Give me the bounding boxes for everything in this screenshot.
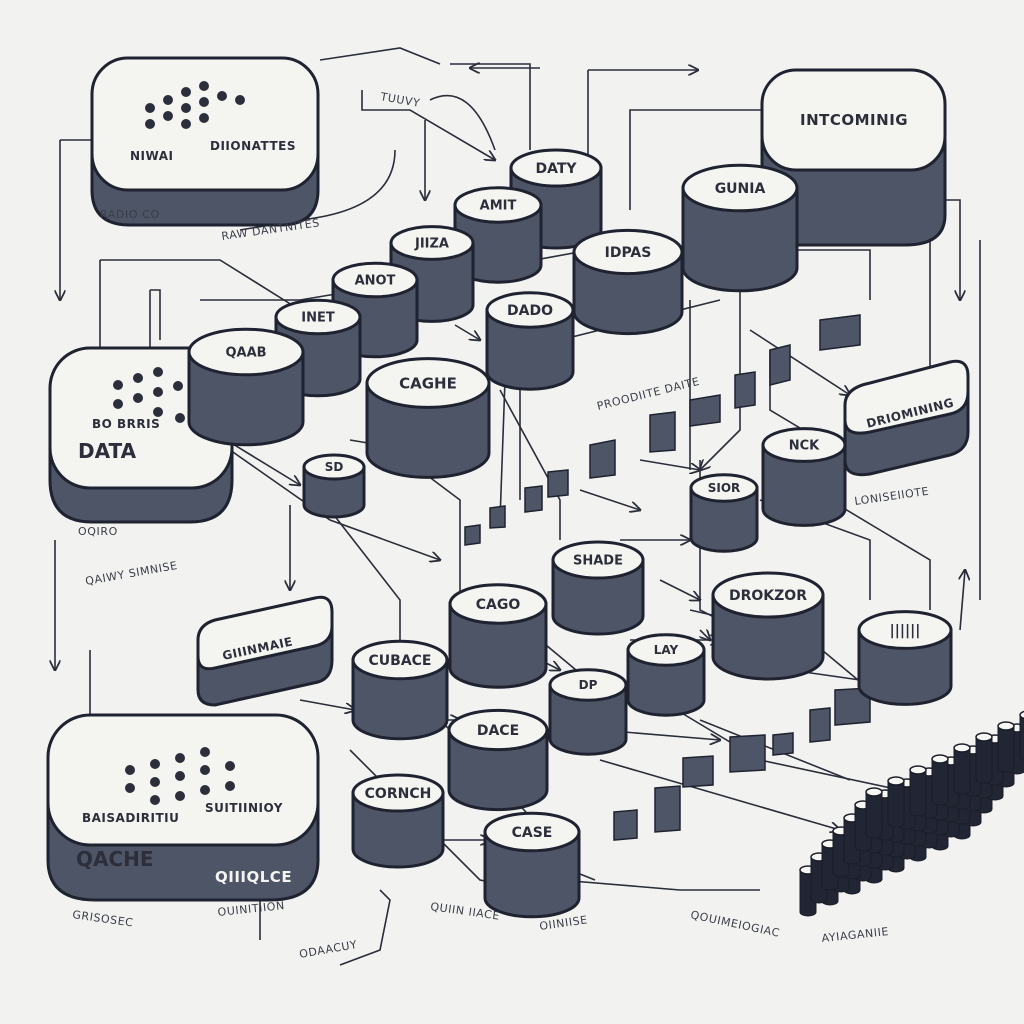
cylinder-label: DATY	[535, 161, 577, 177]
caption-tuuvv: TUUVY	[378, 90, 421, 110]
connector-flags	[464, 314, 871, 841]
cylinder-label: IDPAS	[605, 245, 652, 261]
cylinder-case[interactable]: CASE	[483, 811, 581, 919]
pill-giiinmaie[interactable]: GIIINMAIE	[196, 595, 334, 707]
cylinder-label: ||||||	[890, 623, 921, 639]
caption-grisosec: GRISOSEC	[72, 908, 135, 929]
cylinder-sd[interactable]: SD	[302, 453, 366, 519]
box-qache-line1: BAISADIRITIU	[82, 811, 179, 825]
box-raw-line1: NIWAI	[130, 149, 173, 163]
cylinder-cache[interactable]: CAGHE	[365, 357, 491, 479]
dot-grid	[113, 367, 185, 423]
cylinder-jiiza[interactable]: JIIZA	[389, 225, 475, 323]
cylinder-label: AMIT	[480, 199, 517, 214]
box-qache-title: QACHE	[76, 847, 154, 871]
cylinder-dace[interactable]: DACE	[447, 708, 549, 812]
cylinder-label: CAGO	[476, 597, 521, 613]
cylinder-nck[interactable]: NCK	[761, 427, 847, 527]
caption-qaiw-simnise: QAIWY SIMNISE	[84, 559, 178, 588]
cylinder-label: DROKZOR	[729, 588, 807, 604]
caption-qouimeiogiac: QOUIMEIOGIAC	[689, 908, 781, 940]
box-raw-line2: DIIONATTES	[210, 139, 296, 153]
box-data[interactable]: BO BRRIS DATA	[48, 346, 234, 524]
cylinder-cornch[interactable]: CORNCH	[351, 773, 445, 869]
cylinder-label: SD	[325, 460, 344, 474]
cylinder-shade[interactable]: SHADE	[551, 540, 645, 636]
cylinder-dp[interactable]: DP	[548, 668, 628, 756]
dot-grid	[125, 747, 235, 805]
cylinder-label: DP	[579, 678, 598, 692]
cylinder-label: ANOT	[355, 274, 396, 289]
cylinder-lay[interactable]: LAY	[626, 633, 706, 717]
cylinder-label: JIIZA	[414, 237, 449, 252]
box-raw-datasets[interactable]: NIWAI DIIONATTES	[90, 56, 320, 227]
caption-oqiro: OQIRO	[78, 525, 118, 538]
cylinder-label: LAY	[654, 643, 679, 657]
cylinder-label: DACE	[477, 723, 519, 739]
cylinder-label: QAAB	[225, 346, 266, 361]
caption-ayiaganiie: AYIAGANIIE	[821, 925, 890, 945]
caption-ouinitiion: OUINITIION	[217, 899, 286, 919]
caption-radioco: RADIO CO	[100, 208, 160, 221]
box-incoming-label: INTCOMINIG	[800, 111, 908, 129]
storage-cell	[953, 743, 971, 795]
box-incoming[interactable]: INTCOMINIG	[760, 68, 947, 247]
cylinder-label: NCK	[789, 439, 820, 454]
storage-cell	[865, 787, 883, 839]
cylinder-drokzor[interactable]: DROKZOR	[711, 571, 825, 681]
caption-lonisenote: LONISEIIOTE	[854, 485, 930, 508]
box-qache-sub: QIIIQLCE	[215, 868, 292, 886]
cylinder-label: SHADE	[573, 554, 623, 569]
cylinder-sior[interactable]: SIOR	[689, 473, 759, 553]
box-qache-line2: SUITIINIOY	[205, 801, 283, 815]
caption-prooditie: PROODIITE DAITE	[596, 375, 701, 413]
storage-array	[799, 710, 1024, 917]
pill-driomining[interactable]: DRIOMINING	[843, 359, 970, 477]
cylinder-cubace[interactable]: CUBACE	[351, 639, 449, 741]
cylinder-label: CUBACE	[369, 653, 432, 669]
dot-grid	[145, 81, 245, 129]
storage-cell	[1019, 710, 1024, 761]
cylinder-label: GUNIA	[715, 181, 766, 197]
box-data-subtitle: BO BRRIS	[92, 417, 160, 431]
storage-cell	[909, 765, 927, 817]
storage-cell	[975, 732, 993, 784]
storage-cell	[887, 776, 905, 828]
cylinder-label: CASE	[512, 825, 553, 841]
cylinder-label: CORNCH	[365, 786, 432, 802]
cylinder-label: INET	[301, 311, 335, 326]
cylinder-idpas[interactable]: IDPAS	[572, 228, 684, 336]
box-qache[interactable]: BAISADIRITIU SUITIINIOY QACHE QIIIQLCE	[46, 713, 320, 902]
cylinder-label: SIOR	[708, 481, 741, 495]
storage-cell	[931, 754, 949, 806]
cylinder-label: CAGHE	[399, 374, 457, 392]
cylinder-cago[interactable]: CAGO	[448, 583, 548, 689]
caption-odaacuy: ODAACUY	[298, 938, 358, 961]
cylinder-ticks[interactable]: ||||||	[857, 610, 953, 706]
box-data-title: DATA	[78, 439, 137, 463]
cylinder-qaab[interactable]: QAAB	[187, 327, 305, 447]
storage-cell	[997, 721, 1015, 773]
cylinder-nodes: DATY AMIT JIIZA ANOT INET QAAB CAGHE DADO IDPAS G…	[187, 148, 953, 919]
cylinder-dado[interactable]: DADO	[485, 291, 575, 391]
cylinder-label: DADO	[507, 303, 553, 319]
cylinder-gunia[interactable]: GUNIA	[681, 163, 799, 293]
